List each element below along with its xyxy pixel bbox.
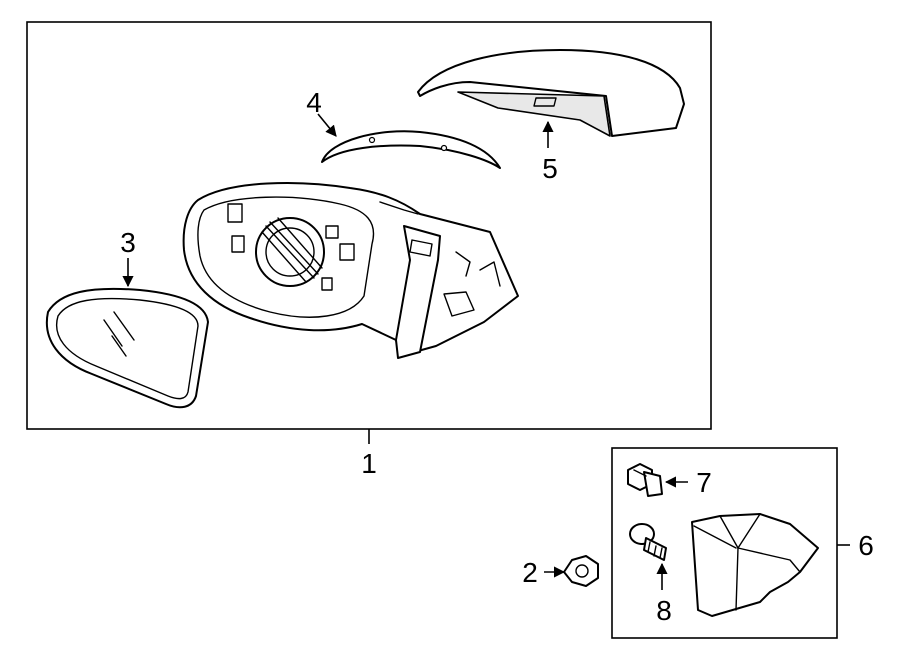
screw xyxy=(629,523,667,561)
callout-8: 8 xyxy=(656,595,672,626)
callout-3: 3 xyxy=(120,227,136,258)
mirror-cover xyxy=(417,49,685,137)
mirror-base-bracket xyxy=(691,513,819,617)
mirror-housing xyxy=(182,182,519,359)
garnish-strip xyxy=(321,130,501,169)
nut xyxy=(563,555,599,587)
bolt xyxy=(627,463,663,497)
mirror-glass xyxy=(45,287,209,409)
mounting-kit-frame xyxy=(611,447,838,639)
callout-4: 4 xyxy=(306,87,322,118)
callout-5: 5 xyxy=(542,153,558,184)
callout-1: 1 xyxy=(361,448,377,479)
callout-2: 2 xyxy=(522,557,538,588)
callout-7: 7 xyxy=(696,467,712,498)
callout-4-arrow xyxy=(317,113,337,137)
callout-6: 6 xyxy=(858,530,874,561)
